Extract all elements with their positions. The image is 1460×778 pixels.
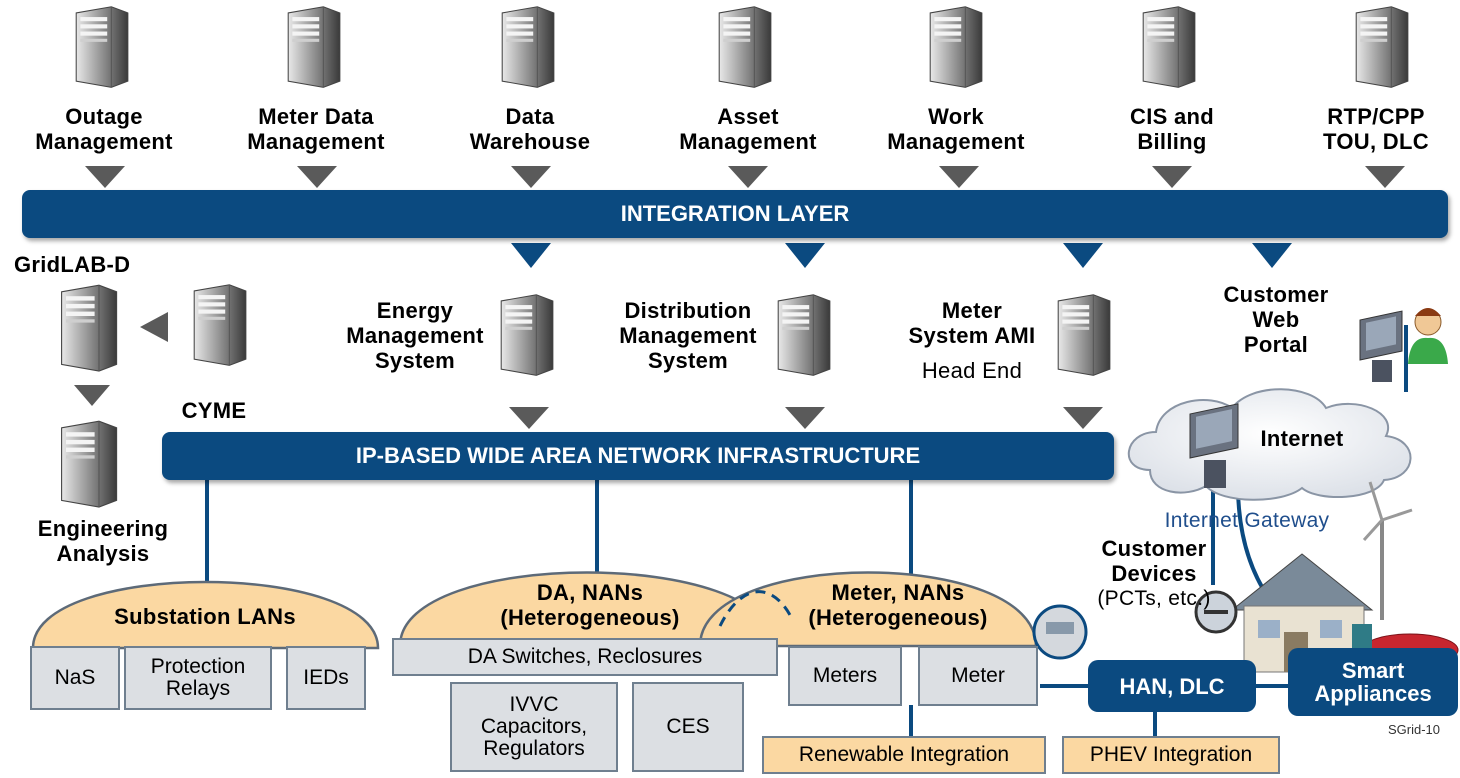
server-label-asset: Asset Management [679, 104, 817, 154]
meters-box: Meters [788, 646, 902, 706]
phev-integration-box: PHEV Integration [1062, 736, 1280, 774]
internet-gateway-label: Internet Gateway [1164, 509, 1330, 532]
da-nans-title: DA, NANs (Heterogeneous) [500, 580, 680, 630]
da-switches-box: DA Switches, Reclosures [392, 638, 778, 676]
ieds-box: IEDs [286, 646, 366, 710]
head-end-label: Head End [921, 358, 1023, 383]
han-dlc-box: HAN, DLC [1088, 660, 1256, 712]
figure-tag: SGrid-10 [1388, 722, 1441, 737]
wan-band: IP-BASED WIDE AREA NETWORK INFRASTRUCTUR… [162, 432, 1114, 480]
engineering-analysis-label: Engineering Analysis [37, 516, 169, 566]
meter-box: Meter [918, 646, 1038, 706]
server-label-rtp: RTP/CPP TOU, DLC [1323, 104, 1429, 154]
distribution-management-label: Distribution Management System [619, 298, 757, 373]
server-label-work: Work Management [887, 104, 1025, 154]
server-label-outage: Outage Management [35, 104, 173, 154]
ces-box: CES [632, 682, 744, 772]
customer-devices-note: (PCTs, etc.) [1097, 587, 1211, 610]
ivvc-box: IVVC Capacitors, Regulators [450, 682, 618, 772]
server-label-meter-data: Meter Data Management [247, 104, 385, 154]
gridlab-d-label: GridLAB-D [14, 252, 131, 277]
cyme-label: CYME [181, 398, 247, 423]
customer-web-portal-label: Customer Web Portal [1223, 282, 1329, 357]
server-label-cis-billing: CIS and Billing [1130, 104, 1214, 154]
protection-relays-box: Protection Relays [124, 646, 272, 710]
internet-label: Internet [1260, 426, 1344, 451]
integration-layer-band: INTEGRATION LAYER [22, 190, 1448, 238]
energy-management-label: Energy Management System [346, 298, 484, 373]
smart-appliances-box: Smart Appliances [1288, 648, 1458, 716]
server-label-data-warehouse: Data Warehouse [469, 104, 591, 154]
customer-devices-label: Customer Devices [1101, 536, 1207, 586]
renewable-integration-box: Renewable Integration [762, 736, 1046, 774]
substation-lans-title: Substation LANs [114, 604, 296, 629]
meter-system-ami-label: Meter System AMI [908, 298, 1036, 348]
meter-nans-title: Meter, NANs (Heterogeneous) [808, 580, 988, 630]
nas-box: NaS [30, 646, 120, 710]
